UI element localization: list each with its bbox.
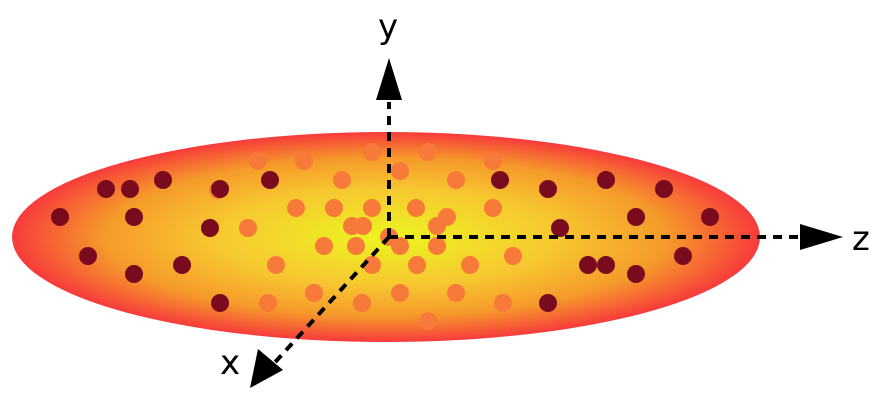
outer-particle	[701, 208, 719, 226]
inner-particle	[428, 217, 446, 235]
inner-particle	[249, 152, 267, 170]
inner-particle	[343, 217, 361, 235]
axes	[266, 102, 800, 372]
outer-particle	[674, 247, 692, 265]
z-axis-label: z	[852, 219, 870, 259]
outer-particle	[597, 171, 615, 189]
outer-particle	[154, 171, 172, 189]
particle-layer	[51, 143, 719, 330]
x-axis-arrowhead	[250, 349, 283, 388]
outer-particle	[627, 208, 645, 226]
outer-particle	[201, 219, 219, 237]
outer-particle	[551, 219, 569, 237]
inner-particle	[419, 143, 437, 161]
inner-particle	[447, 284, 465, 302]
inner-particle	[419, 312, 437, 330]
outer-particle	[211, 180, 229, 198]
inner-particle	[259, 294, 277, 312]
inner-particle	[504, 247, 522, 265]
z-axis-arrowhead	[800, 224, 843, 250]
inner-particle	[287, 199, 305, 217]
inner-particle	[305, 284, 323, 302]
inner-particle	[391, 284, 409, 302]
outer-particle	[579, 256, 597, 274]
inner-particle	[239, 219, 257, 237]
x-axis-label: x	[220, 343, 240, 383]
inner-particle	[407, 199, 425, 217]
inner-particle	[353, 294, 371, 312]
inner-particle	[267, 256, 285, 274]
outer-particle	[211, 294, 229, 312]
inner-particle	[391, 162, 409, 180]
outer-particle	[125, 265, 143, 283]
inner-particle	[494, 294, 512, 312]
outer-particle	[121, 180, 139, 198]
inner-particle	[484, 199, 502, 217]
outer-particle	[51, 208, 69, 226]
outer-particle	[539, 294, 557, 312]
inner-particle	[295, 152, 313, 170]
inner-particle	[447, 171, 465, 189]
x-axis-line	[266, 235, 391, 372]
inner-particle	[428, 237, 446, 255]
outer-particle	[655, 180, 673, 198]
outer-particle	[597, 256, 615, 274]
inner-particle	[347, 237, 365, 255]
inner-particle	[315, 237, 333, 255]
outer-particle	[173, 256, 191, 274]
inner-particle	[461, 256, 479, 274]
outer-particle	[261, 171, 279, 189]
outer-particle	[125, 208, 143, 226]
inner-particle	[333, 171, 351, 189]
outer-particle	[491, 171, 509, 189]
inner-particle	[408, 256, 426, 274]
inner-particle	[325, 199, 343, 217]
outer-particle	[539, 180, 557, 198]
inner-particle	[484, 152, 502, 170]
y-axis-arrowhead	[376, 58, 402, 100]
inner-particle	[363, 143, 381, 161]
outer-particle	[97, 180, 115, 198]
outer-particle	[79, 247, 97, 265]
outer-particle	[627, 265, 645, 283]
inner-particle	[363, 199, 381, 217]
inner-particle	[363, 256, 381, 274]
y-axis-label: y	[378, 7, 398, 47]
